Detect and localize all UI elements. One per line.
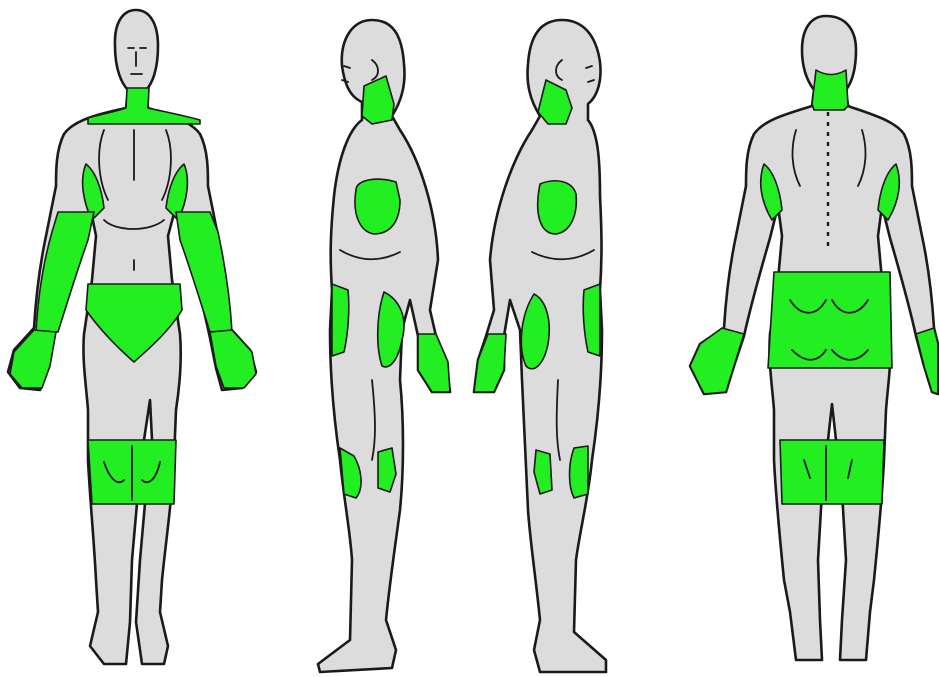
front-neck-highlight [88,88,200,124]
front-right-hand-highlight [210,330,256,388]
front-right-forearm-highlight [176,212,232,332]
back-right-hand-highlight [916,328,938,394]
figure-front [8,10,256,664]
figure-left-lateral [474,20,606,672]
figure-right-lateral [318,20,450,672]
right-lateral-hand-highlight [418,334,450,392]
back-neck-highlight [812,70,848,110]
back-knees-highlight [780,440,884,504]
figure-back [690,16,938,660]
front-left-hand-highlight [10,330,56,388]
left-lateral-hand-highlight [474,334,506,392]
front-left-forearm-highlight [36,212,94,332]
right-lateral-axilla-highlight [355,179,400,234]
back-buttocks-highlight [768,272,892,368]
left-lateral-knee-front-highlight [570,446,589,498]
